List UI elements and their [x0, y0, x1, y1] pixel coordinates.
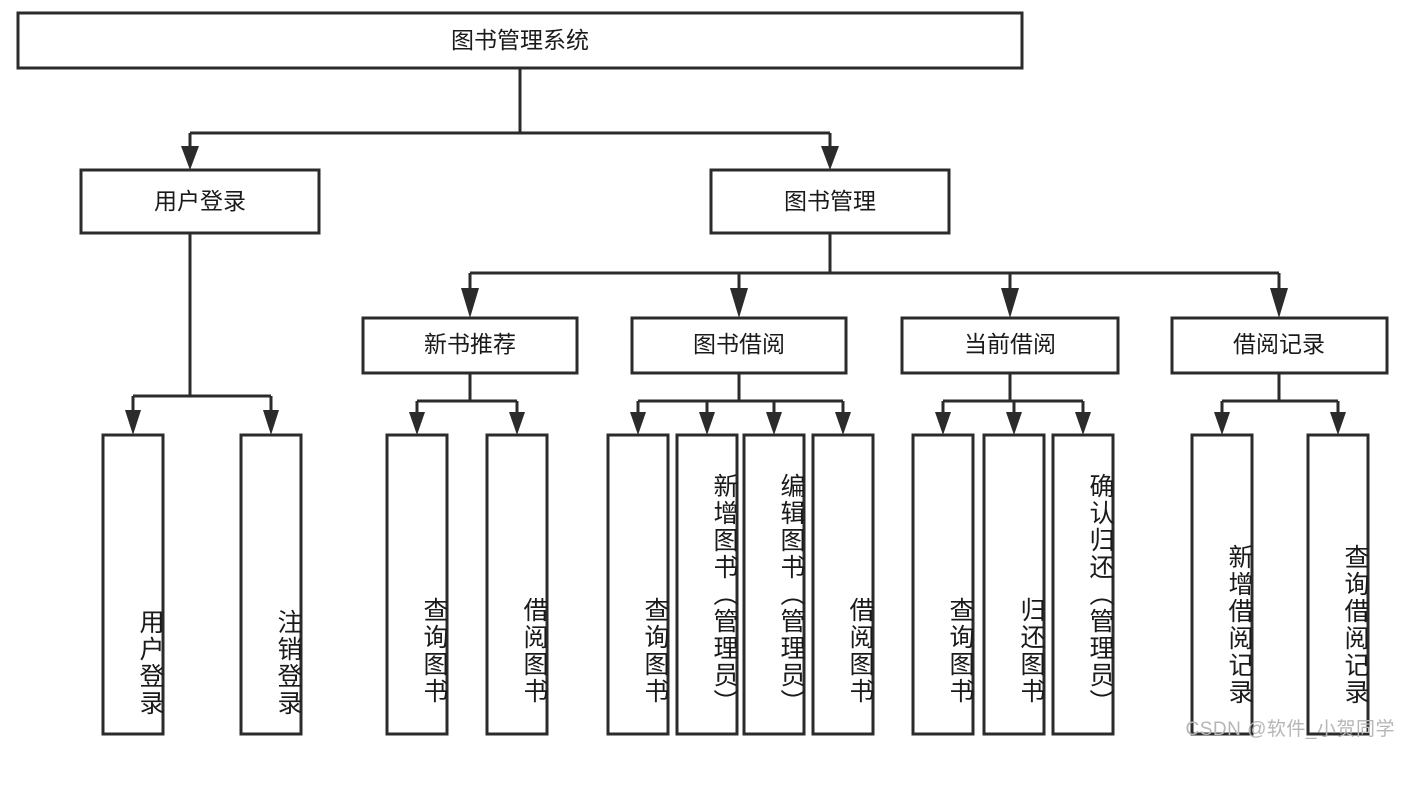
leaf-rect-logout[interactable] [239, 433, 303, 736]
leaf-rect-br-add-record[interactable] [1190, 433, 1254, 736]
arrow-head-leaf-logout [263, 410, 279, 435]
node-root-rect [16, 11, 1024, 70]
node-book-borrow[interactable]: 图书借阅 [630, 316, 848, 375]
arrow-head-bb-leaf-1 [630, 412, 646, 435]
node-root[interactable]: 图书管理系统 [16, 11, 1024, 70]
node-new-book-recommend-rect [361, 316, 579, 375]
node-user-login-label: 用户登录 [154, 188, 246, 214]
node-book-borrow-rect [630, 316, 848, 375]
node-current-borrow[interactable]: 当前借阅 [900, 316, 1120, 375]
leaf-rect-bb-query-book[interactable] [606, 433, 670, 736]
leaf-rect-bb-borrow-book[interactable] [811, 433, 875, 736]
leaf-rect-user-login[interactable] [101, 433, 165, 736]
node-borrow-record[interactable]: 借阅记录 [1170, 316, 1389, 375]
node-borrow-record-rect [1170, 316, 1389, 375]
arrow-head-bb-leaf-2 [699, 412, 715, 435]
leaf-rect-nb-query-book[interactable] [385, 433, 449, 736]
csdn-watermark: CSDN @软件_小贺同学 [1185, 719, 1395, 740]
node-borrow-record-label: 借阅记录 [1233, 331, 1325, 357]
leaf-rect-cb-return-book[interactable] [982, 433, 1046, 736]
node-current-borrow-label: 当前借阅 [964, 331, 1056, 357]
arrow-head-new-book [461, 288, 479, 318]
arrow-head-bb-leaf-3 [766, 412, 782, 435]
node-root-label: 图书管理系统 [451, 27, 589, 53]
node-book-manage-label: 图书管理 [784, 188, 876, 214]
leaf-rect-nb-borrow-book[interactable] [485, 433, 549, 736]
arrow-head-nb-leaf-1 [409, 412, 425, 435]
node-user-login[interactable]: 用户登录 [79, 168, 321, 235]
node-user-login-rect [79, 168, 321, 235]
arrow-head-bb-leaf-4 [835, 412, 851, 435]
node-book-borrow-label: 图书借阅 [693, 331, 785, 357]
flowchart-canvas: 图书管理系统 用户登录 图书管理 新书推荐 图书借阅 当前借阅 借阅记录 [16, 11, 1395, 740]
arrow-head-user-login [181, 146, 199, 170]
arrow-head-cb-leaf-2 [1006, 412, 1022, 435]
arrow-head-cb-leaf-1 [935, 412, 951, 435]
leaf-rect-bb-add-book[interactable] [675, 433, 739, 736]
node-new-book-recommend-label: 新书推荐 [424, 331, 516, 357]
flowchart-svg: 图书管理系统 用户登录 图书管理 新书推荐 图书借阅 当前借阅 借阅记录 [16, 11, 1389, 736]
leaf-rect-br-query-record[interactable] [1306, 433, 1370, 736]
arrow-head-nb-leaf-2 [509, 412, 525, 435]
leaf-rect-cb-query-book[interactable] [911, 433, 975, 736]
arrow-head-current-borrow [1001, 288, 1019, 318]
node-book-manage[interactable]: 图书管理 [709, 168, 951, 235]
arrow-head-book-manage [821, 146, 839, 170]
arrow-head-leaf-user-login [125, 410, 141, 435]
leaf-rect-group [101, 433, 1370, 736]
arrow-head-borrow-record [1270, 288, 1288, 318]
arrow-head-cb-leaf-3 [1075, 412, 1091, 435]
node-book-manage-rect [709, 168, 951, 235]
node-new-book-recommend[interactable]: 新书推荐 [361, 316, 579, 375]
leaf-rect-bb-edit-book[interactable] [742, 433, 806, 736]
arrow-head-br-leaf-1 [1214, 412, 1230, 435]
node-current-borrow-rect [900, 316, 1120, 375]
arrow-head-br-leaf-2 [1330, 412, 1346, 435]
arrow-head-book-borrow [730, 288, 748, 318]
connector-group [125, 68, 1346, 435]
leaf-rect-cb-confirm[interactable] [1051, 433, 1115, 736]
